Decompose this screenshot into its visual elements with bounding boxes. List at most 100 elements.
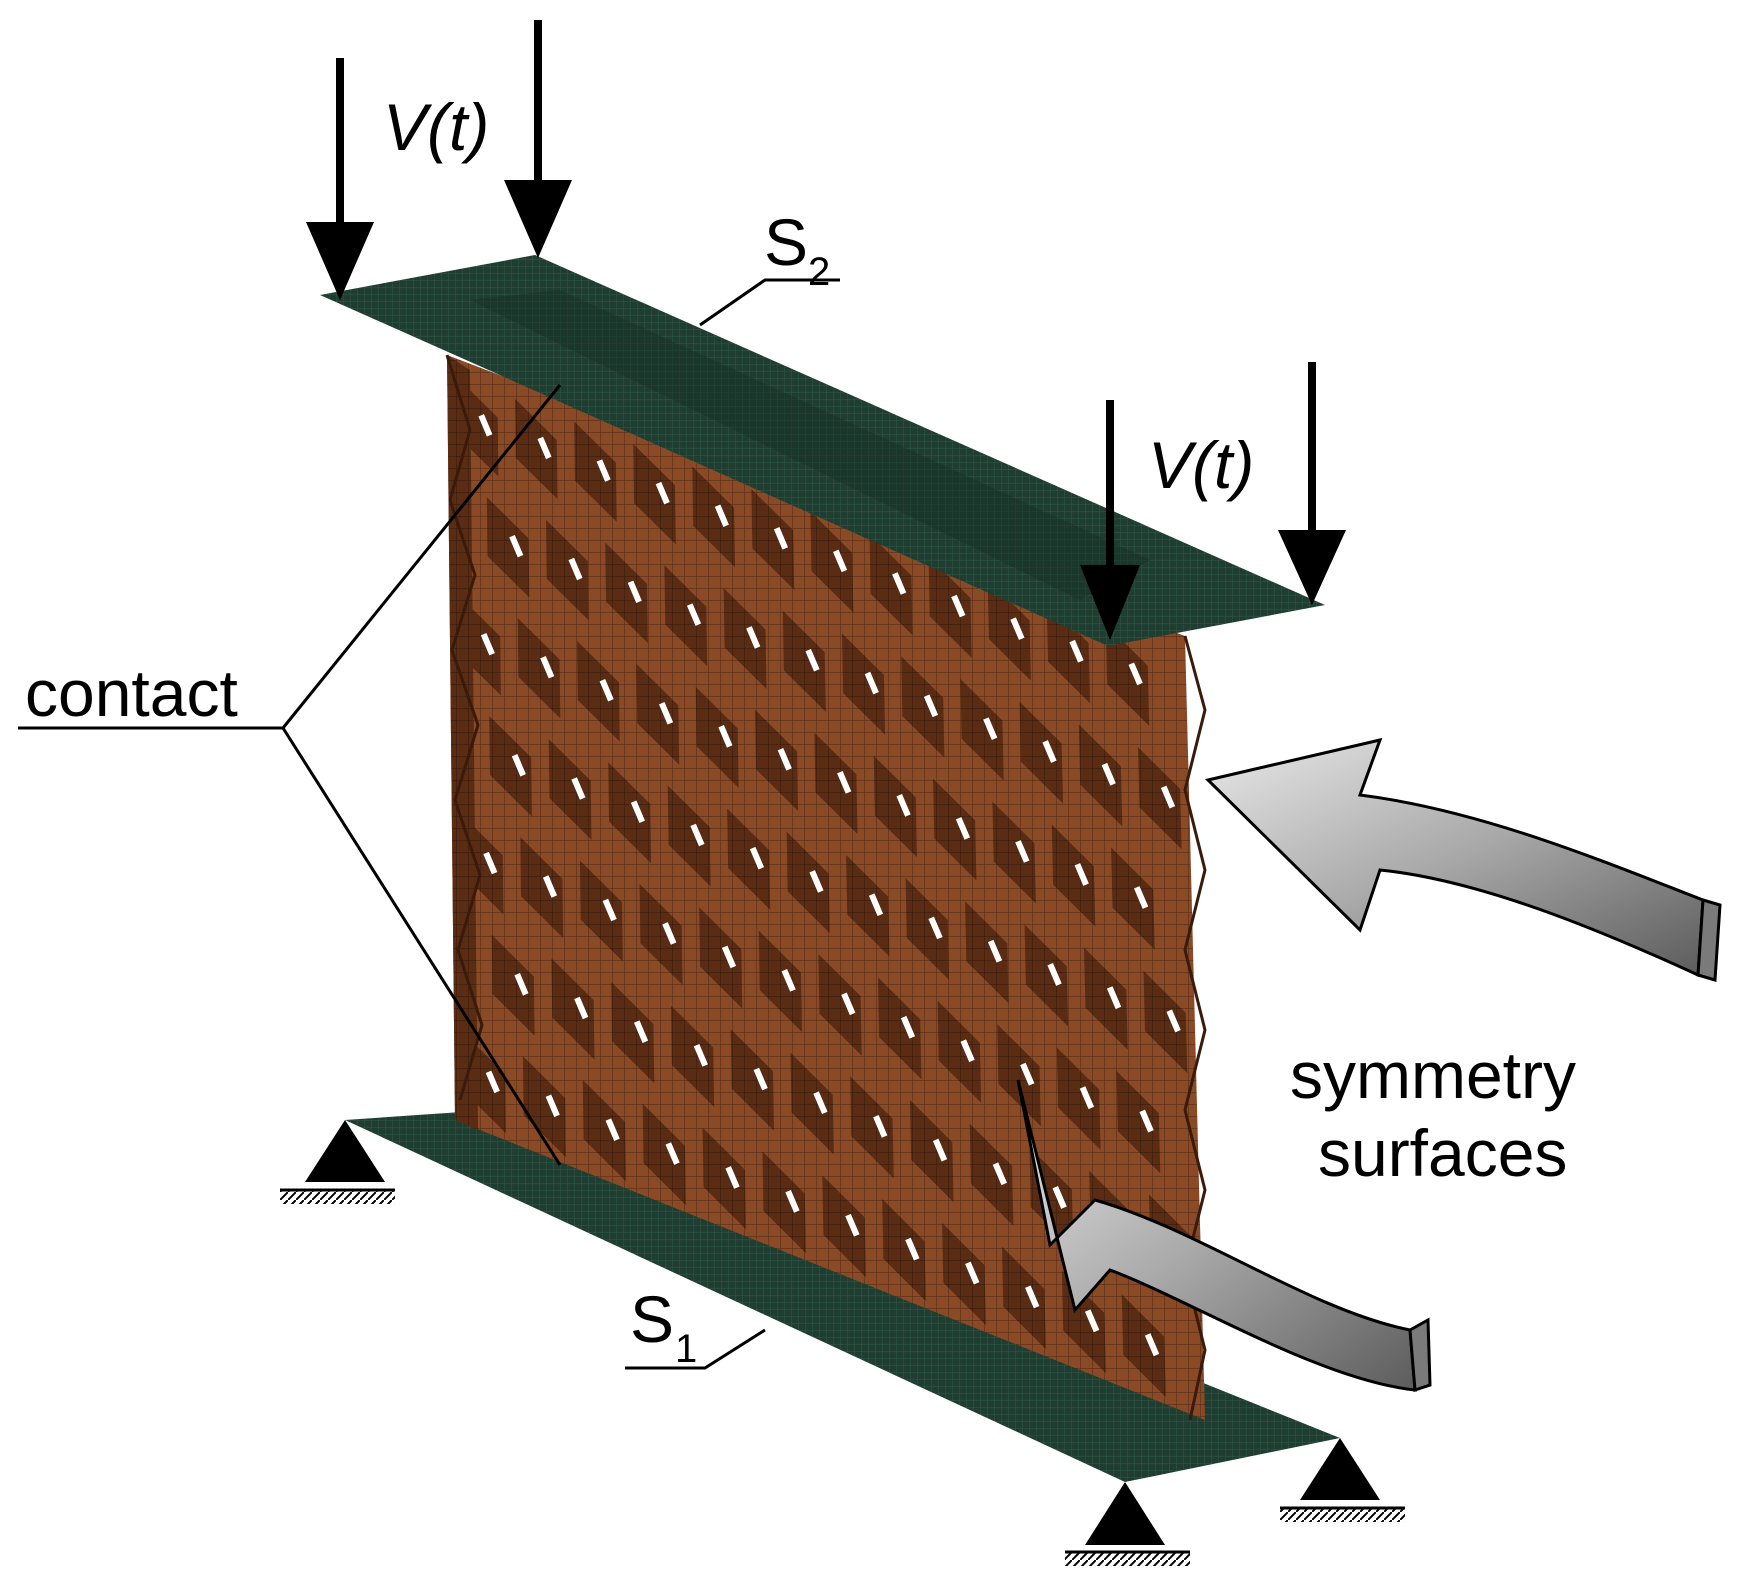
honeycomb-cell xyxy=(611,982,655,1084)
honeycomb-cell xyxy=(639,883,683,985)
cell-opening xyxy=(1069,639,1084,663)
plate-top-leader xyxy=(699,278,840,327)
honeycomb-cell xyxy=(636,663,680,765)
cell-opening xyxy=(923,694,939,718)
bottom-plate-s1 xyxy=(345,1108,1340,1482)
cell-opening xyxy=(1106,986,1122,1010)
cell-opening xyxy=(1160,785,1176,809)
honeycomb-cell xyxy=(762,1151,806,1254)
cell-opening xyxy=(574,996,589,1020)
honeycomb-cell xyxy=(582,1079,626,1182)
honeycomb-cell xyxy=(937,1000,982,1103)
honeycomb-cell xyxy=(818,953,862,1056)
cell-opening xyxy=(596,459,611,482)
cell-opening xyxy=(599,679,614,702)
honeycomb-cell xyxy=(522,1056,566,1158)
cell-opening xyxy=(483,851,498,875)
cell-opening xyxy=(753,1067,768,1091)
honeycomb-cell xyxy=(1056,1047,1101,1150)
cell-opening xyxy=(1128,662,1143,686)
cell-opening xyxy=(571,777,586,800)
core-left-edge xyxy=(445,354,484,1101)
plate-top-subscript: 2 xyxy=(808,250,830,294)
cell-opening xyxy=(1079,1086,1095,1110)
plate-top-label: S xyxy=(764,205,808,279)
honeycomb-cell xyxy=(548,739,592,840)
plate-bottom-subscript: 1 xyxy=(675,1327,697,1371)
honeycomb-cell xyxy=(489,715,532,817)
cell-opening xyxy=(841,992,856,1016)
cell-opening xyxy=(542,875,558,898)
cell-opening xyxy=(545,1094,560,1118)
honeycomb-cell xyxy=(1116,1070,1161,1174)
cell-opening xyxy=(864,671,879,695)
cell-opening xyxy=(900,1015,916,1039)
cell-opening xyxy=(746,626,761,649)
contact-leader xyxy=(18,384,562,1166)
cell-opening xyxy=(665,1142,680,1165)
honeycomb-cell xyxy=(579,860,623,962)
honeycomb-cell xyxy=(758,930,802,1033)
cell-opening xyxy=(480,633,495,656)
honeycomb-cell xyxy=(1078,724,1123,827)
honeycomb-cell xyxy=(577,640,620,742)
cell-opening xyxy=(992,1162,1007,1186)
pin-support-icon xyxy=(280,1120,395,1204)
honeycomb-cell xyxy=(1084,947,1128,1050)
honeycomb-cell xyxy=(692,466,736,568)
honeycomb-cell xyxy=(942,1222,986,1326)
cell-opening xyxy=(1133,886,1149,909)
cell-opening xyxy=(892,572,907,595)
honeycomb-cell xyxy=(574,421,617,522)
down-arrow-icon xyxy=(504,20,572,258)
cell-opening xyxy=(630,800,645,824)
cell-opening xyxy=(514,973,529,996)
cell-opening xyxy=(1074,863,1089,886)
honeycomb-cell xyxy=(1143,970,1188,1074)
cell-opening xyxy=(777,748,792,771)
honeycomb-cell xyxy=(755,709,799,811)
cell-opening xyxy=(813,1091,828,1115)
honeycomb-cell xyxy=(633,443,676,545)
cell-opening xyxy=(725,1166,740,1189)
cell-opening xyxy=(690,823,705,847)
top-plate-s2 xyxy=(320,255,1325,646)
down-arrow-icon xyxy=(1278,362,1346,605)
honeycomb-cell xyxy=(877,977,922,1080)
curved-arrow-icon xyxy=(1205,737,1722,982)
honeycomb-cell xyxy=(987,579,1031,681)
cell-opening xyxy=(1025,1285,1040,1309)
honeycomb-cell xyxy=(605,542,648,644)
cell-opening xyxy=(960,1039,975,1063)
honeycomb-cell xyxy=(458,595,501,696)
cell-opening xyxy=(833,549,848,573)
honeycomb-cell xyxy=(965,901,1009,1004)
cell-opening xyxy=(1166,1009,1181,1033)
cell-opening xyxy=(686,603,702,626)
honeycomb-cell xyxy=(456,376,499,477)
honeycomb-cell xyxy=(1046,601,1091,704)
cell-opening xyxy=(781,969,796,992)
cell-opening xyxy=(714,504,729,527)
contact-label: contact xyxy=(25,656,238,730)
honeycomb-cell xyxy=(786,831,830,934)
cell-opening xyxy=(655,481,670,505)
honeycomb-cell xyxy=(1051,824,1096,927)
honeycomb-cell xyxy=(460,813,504,915)
honeycomb-cells xyxy=(456,376,1193,1398)
cell-opening xyxy=(1015,840,1030,863)
cell-opening xyxy=(721,945,737,969)
cell-opening xyxy=(932,1138,948,1162)
cell-opening xyxy=(627,580,642,604)
honeycomb-cell xyxy=(790,1052,834,1155)
cell-opening xyxy=(1139,1109,1154,1133)
down-arrow-icon xyxy=(1080,400,1140,640)
cell-opening xyxy=(509,534,524,558)
honeycomb-cell xyxy=(873,755,917,858)
down-arrow-icon xyxy=(306,58,374,300)
cell-opening xyxy=(540,656,555,679)
cell-opening xyxy=(478,414,493,437)
cell-opening xyxy=(1042,740,1057,763)
cell-opening xyxy=(955,817,971,840)
